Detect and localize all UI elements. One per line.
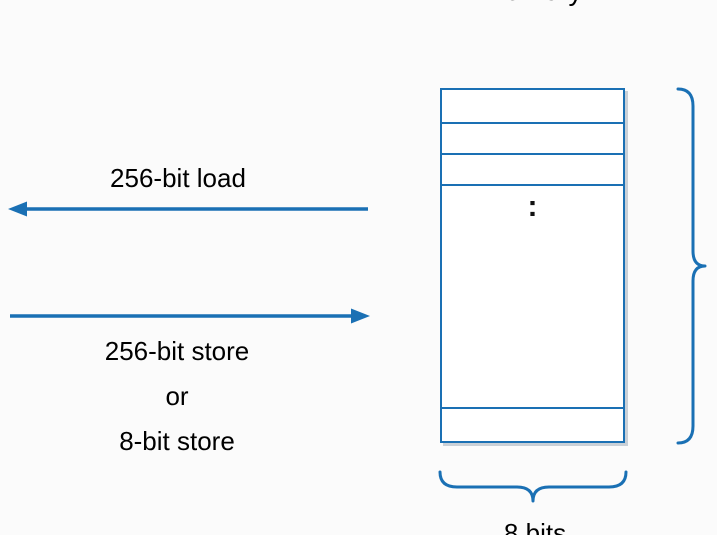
store-arrow-label: 256-bit store or 8-bit store (12, 329, 342, 464)
load-arrow-label: 256-bit load (110, 163, 246, 193)
store-label-line3: 8-bit store (119, 426, 235, 456)
bit-width-label: 8 bits (503, 518, 567, 535)
bottom-brace (438, 470, 628, 503)
store-label-line1: 256-bit store (104, 336, 250, 366)
store-label-line2: or (165, 381, 189, 411)
memory-cell-divider (442, 184, 623, 186)
memory-block: : (440, 88, 625, 443)
store-arrow (10, 308, 370, 324)
memory-cell-divider (442, 407, 623, 409)
right-brace (676, 87, 707, 445)
memory-cell-divider (442, 122, 623, 124)
load-arrow (8, 201, 368, 217)
memory-ellipsis: : (527, 190, 538, 223)
memory-title: Memory (462, 0, 602, 7)
memory-cell-divider (442, 153, 623, 155)
